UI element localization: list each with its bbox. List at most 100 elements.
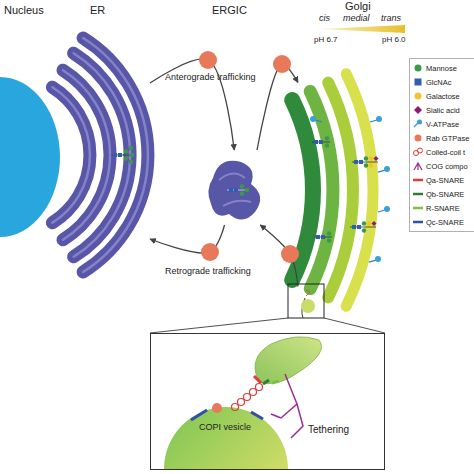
trafficking-arrow [150, 225, 225, 253]
legend-text: Rab GTPase [426, 134, 469, 143]
v-atpase-stalk [369, 260, 376, 262]
legend-row: COG compo [412, 159, 474, 173]
ph-gradient-wedge [320, 25, 405, 33]
legend-box: MannoseGlcNAcGalactoseSialic acidV-ATPas… [409, 58, 474, 232]
glcnac-symbol [229, 188, 233, 192]
legend-symbol [413, 221, 423, 224]
glcnac-symbol [321, 235, 325, 239]
er-cisterna [52, 87, 90, 223]
legend-symbol [415, 135, 422, 142]
legend-text: Sialic acid [426, 106, 460, 115]
legend-symbol [418, 148, 423, 153]
v-atpase-head [384, 166, 390, 172]
legend-row: Coiled-coil t [412, 145, 474, 159]
vesicle-outline [163, 406, 289, 470]
legend-row: Qb-SNARE [412, 187, 474, 201]
transport-vesicle [201, 243, 219, 261]
node-label: Tethering [308, 424, 349, 436]
mannose-symbol [240, 184, 244, 188]
glcnac-symbol [234, 188, 238, 192]
glycan-tree [227, 184, 249, 195]
node-label: Nucleus [4, 4, 44, 17]
glcnac-symbol [118, 153, 122, 157]
mannose-symbol [130, 153, 134, 157]
legend-symbol [415, 79, 422, 86]
transport-vesicles [199, 51, 299, 263]
v-atpase-group [310, 116, 390, 262]
coil-link [250, 389, 257, 396]
legend-text: Qa-SNARE [426, 176, 464, 185]
nucleus-body [0, 77, 60, 237]
edge-group [260, 225, 298, 286]
glcnac-symbol [316, 235, 320, 239]
glycan-tree [312, 136, 330, 147]
legend-swatch [412, 203, 424, 213]
cisterna-label: cis [319, 13, 330, 24]
edge-group [257, 64, 298, 150]
ergic-body [208, 161, 260, 220]
cis-cisterna [292, 100, 313, 280]
ergic-outline [205, 150, 270, 225]
zoom-box [288, 284, 324, 318]
legend-text: Galactose [426, 92, 460, 101]
v-atpase-head [375, 256, 381, 262]
mannose-symbol [124, 156, 128, 160]
inset-art [151, 334, 385, 470]
golgi-stack: Golgi [298, 62, 408, 317]
mannose-symbol [364, 163, 368, 167]
coil-link [256, 384, 263, 391]
v-atpase-group [315, 120, 385, 262]
mannose-symbol [362, 228, 366, 232]
coil-link [244, 394, 251, 401]
golgi-cisternae [292, 74, 373, 306]
legend-symbol [414, 123, 418, 127]
cisterna-label: trans [381, 13, 401, 24]
galactose-symbol [369, 156, 373, 160]
mannose-symbol [129, 160, 133, 164]
legend-swatch [412, 63, 424, 73]
legend-row: Qc-SNARE [412, 215, 474, 229]
legend-row: Qa-SNARE [412, 173, 474, 187]
edge-group [150, 225, 225, 253]
coil-link [238, 399, 245, 406]
node-label: ER [90, 4, 105, 17]
glycan-tree [352, 156, 379, 168]
ergic-lumen-line [223, 201, 251, 206]
pathway-label: Anterograde trafficking [165, 72, 255, 83]
legend-swatch [412, 77, 424, 87]
mannose-symbol [129, 146, 133, 150]
legend-text: GlcNAc [426, 78, 451, 87]
zoom-leader-line [150, 318, 288, 333]
ergic-compartment: ERGIC [205, 150, 270, 225]
legend-symbol [413, 179, 423, 182]
glcnac-symbol [314, 140, 318, 144]
trafficking-arrow [257, 64, 298, 150]
medial-cisterna [328, 83, 353, 298]
transport-vesicle [199, 51, 217, 69]
v-atpase-stalk [315, 120, 322, 122]
legend-text: Qb-SNARE [426, 190, 464, 199]
mannose-symbol [327, 238, 331, 242]
legend-swatch [412, 91, 424, 101]
glcnac-symbol [113, 153, 117, 157]
edge-layer [150, 59, 298, 286]
mannose-symbol [325, 136, 329, 140]
mannose-symbol [362, 221, 366, 225]
er-lumen-line [74, 53, 130, 257]
mini-tether [306, 290, 310, 296]
legend-text: Coiled-coil t [426, 148, 465, 157]
legend-row: R-SNARE [412, 201, 474, 215]
legend-row: Galactose [412, 89, 474, 103]
er-lumen-line [52, 87, 90, 223]
legend-symbol [415, 93, 422, 100]
legend-swatch [412, 161, 424, 171]
qb-snare [263, 380, 269, 384]
glcnac-symbol [319, 140, 323, 144]
er-lumen [52, 38, 148, 272]
r-snare [272, 381, 279, 383]
ph-value: pH 6.0 [382, 35, 406, 45]
mannose-symbol [245, 188, 249, 192]
er-membrane: ER [35, 35, 150, 275]
